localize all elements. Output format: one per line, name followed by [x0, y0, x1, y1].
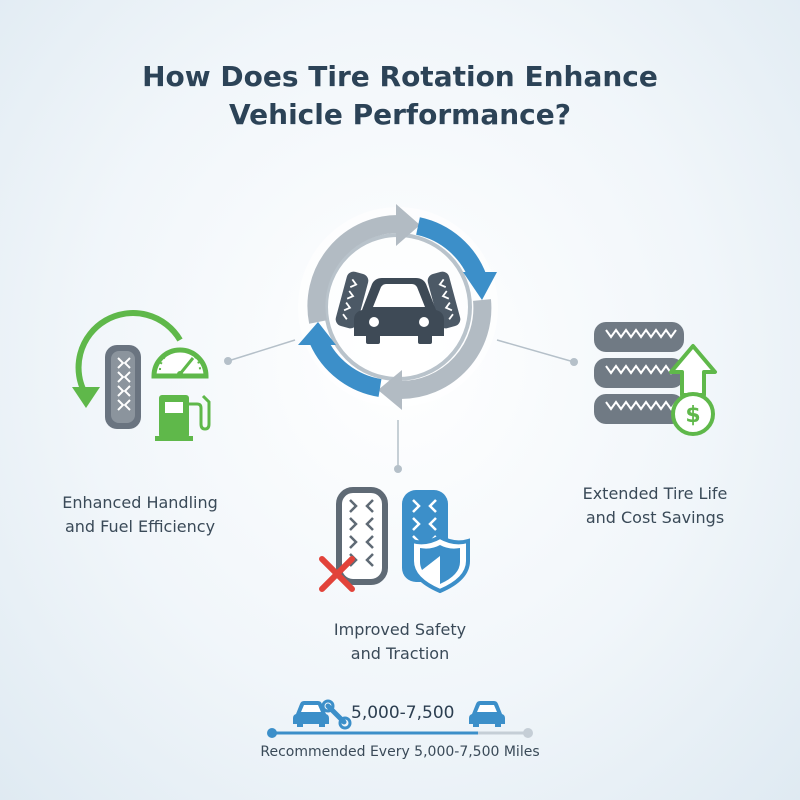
- car-small-icon-right: [469, 701, 505, 727]
- benefit-handling-line-1: Enhanced Handling: [62, 493, 218, 512]
- rotation-arrow-icon: [75, 310, 183, 397]
- interval-bar: [267, 728, 533, 738]
- tire-life-icon-group: $: [594, 322, 717, 436]
- benefit-tire-life-line-2: and Cost Savings: [585, 508, 725, 527]
- benefit-handling-label: Enhanced Handling and Fuel Efficiency: [40, 491, 240, 539]
- benefit-tire-life-line-1: Extended Tire Life: [582, 484, 728, 503]
- wrench-icon: [321, 699, 352, 730]
- tire-icon: [105, 345, 141, 429]
- page-title: How Does Tire Rotation Enhance Vehicle P…: [0, 58, 800, 134]
- benefit-safety-line-2: and Traction: [350, 644, 450, 663]
- benefit-safety-label: Improved Safety and Traction: [290, 618, 510, 666]
- connector-lines: [224, 339, 578, 473]
- handling-icon-group: [72, 310, 211, 441]
- speedometer-icon: [151, 347, 209, 379]
- car-icon: [354, 278, 444, 344]
- title-line-2: Vehicle Performance?: [229, 98, 571, 131]
- car-small-icon-left: [293, 701, 329, 727]
- up-arrow-icon: [669, 344, 717, 397]
- benefit-safety-line-1: Improved Safety: [333, 620, 467, 639]
- shield-icon: [410, 534, 470, 594]
- fuel-pump-icon: [155, 394, 211, 441]
- tire-rotation-cycle-icon: [298, 204, 498, 410]
- red-x-icon: [319, 556, 355, 592]
- dollar-coin-icon: $: [671, 392, 715, 436]
- interval-recommendation: Recommended Every 5,000-7,500 Miles: [260, 744, 540, 760]
- safety-icon-group: [319, 487, 470, 594]
- interval-miles: 5,000-7,500: [351, 703, 455, 723]
- title-line-1: How Does Tire Rotation Enhance: [142, 60, 658, 93]
- svg-text:$: $: [685, 403, 700, 428]
- benefit-handling-line-2: and Fuel Efficiency: [64, 517, 216, 536]
- benefit-tire-life-label: Extended Tire Life and Cost Savings: [555, 482, 755, 530]
- tire-stack-icon: [594, 322, 684, 424]
